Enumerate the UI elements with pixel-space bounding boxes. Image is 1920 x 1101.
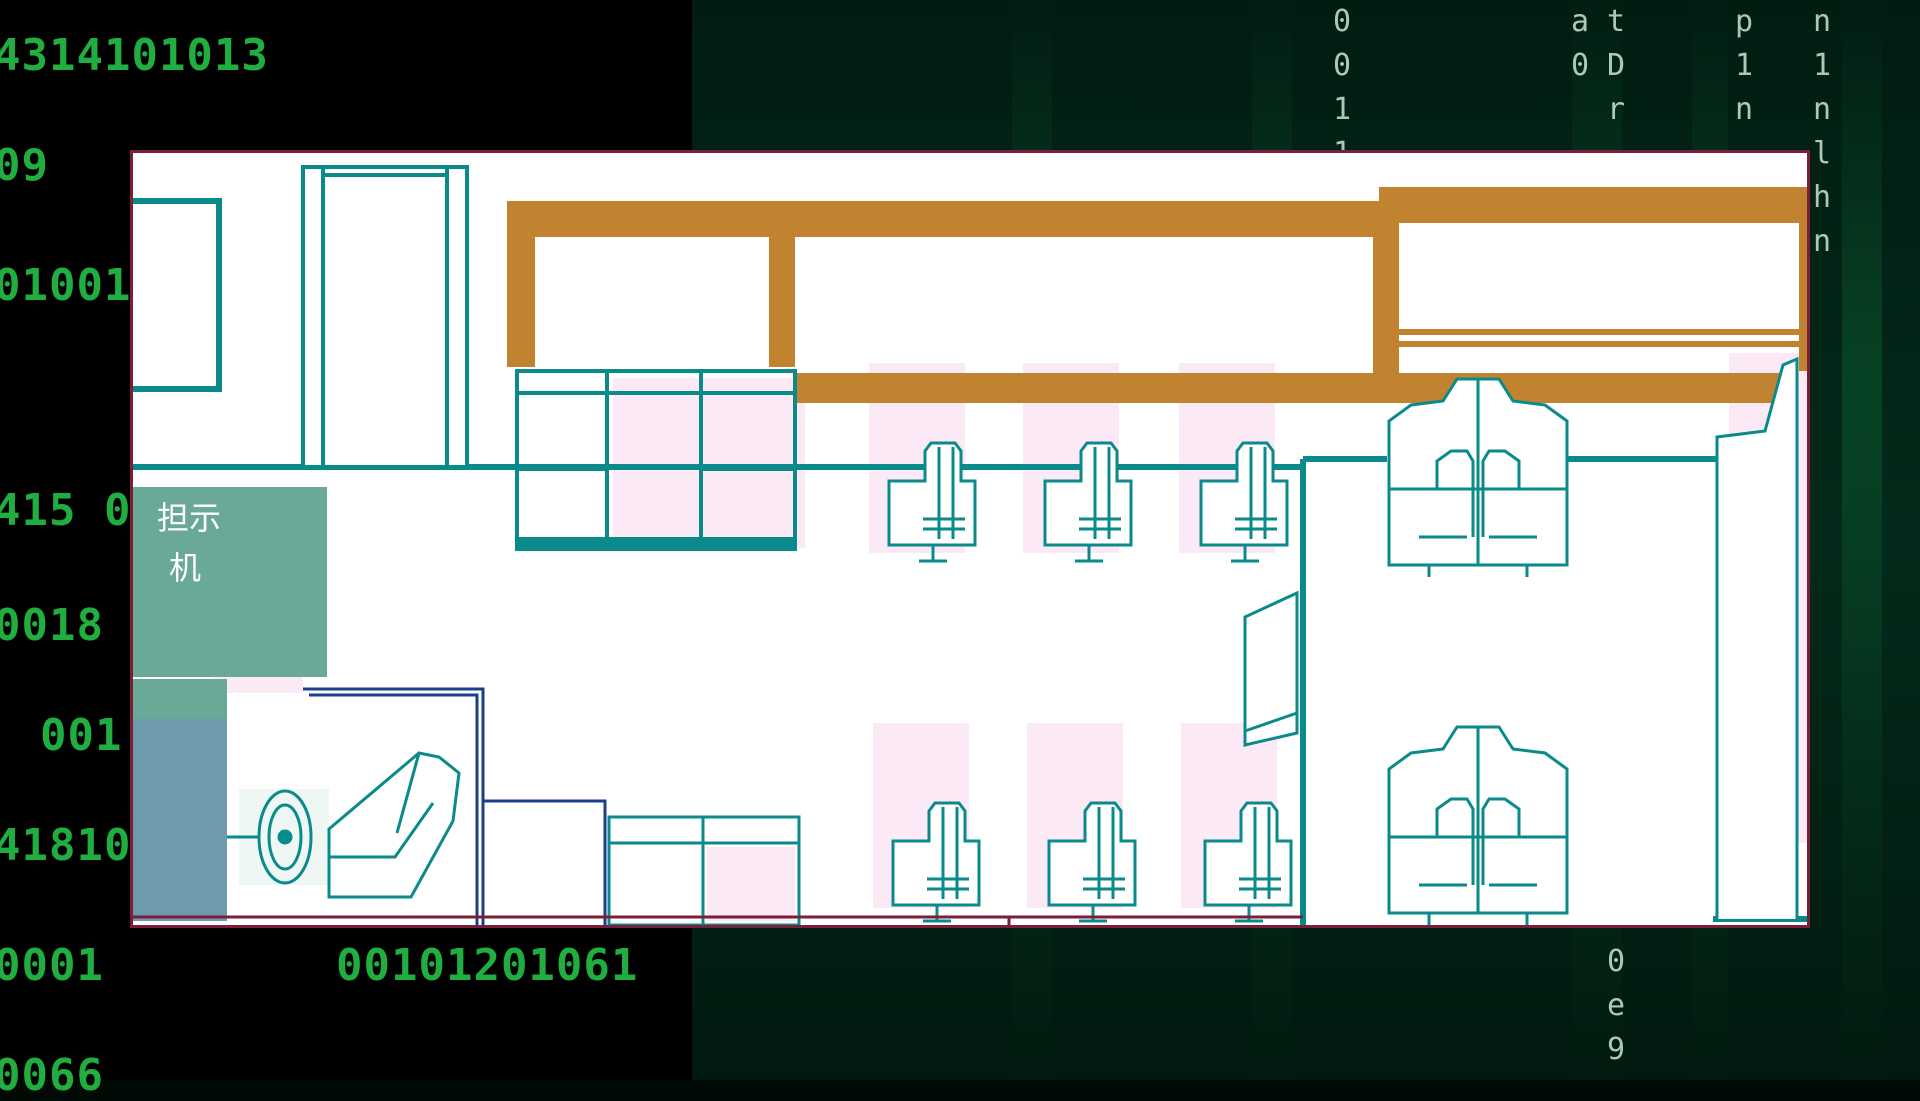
code-text: 00101201061 (336, 940, 639, 991)
sign-text: 担示 (157, 499, 222, 537)
navy-wall (303, 687, 607, 925)
code-text: 0066 (0, 1050, 104, 1101)
booths-group (1387, 377, 1569, 925)
booth-seat-icon[interactable] (1387, 725, 1569, 925)
chair-icon[interactable] (1199, 441, 1289, 563)
counter-icon (507, 187, 1807, 403)
booth-seat-icon[interactable] (1387, 377, 1569, 577)
window-frame (133, 198, 222, 392)
chairs-group (887, 441, 1293, 923)
code-text: 01001 (0, 260, 132, 311)
code-text: 4314101013 (0, 30, 269, 81)
code-streak (1842, 0, 1882, 1080)
code-text: 09 (0, 140, 49, 191)
code-text: 41810 (0, 820, 132, 871)
vending-machine-icon (1243, 590, 1299, 747)
chair-icon[interactable] (887, 441, 977, 563)
chair-icon[interactable] (891, 801, 981, 923)
pillar-icon (1715, 356, 1799, 919)
scene-layout (133, 165, 1807, 925)
cabinet-icon (515, 369, 797, 551)
door-icon (301, 165, 469, 469)
sign-text: 机 (169, 549, 202, 587)
code-text: 0018 (0, 600, 104, 651)
chair-icon[interactable] (1203, 801, 1293, 923)
lower-cabinet-icon (607, 815, 801, 925)
code-text: 001 (40, 710, 123, 761)
chair-icon[interactable] (1043, 441, 1133, 563)
side-panel (133, 679, 227, 921)
sofa-icon (327, 751, 461, 899)
game-sign[interactable]: 担示 机 (133, 487, 327, 677)
chair-icon[interactable] (1047, 801, 1137, 923)
floor-edge (133, 915, 1303, 925)
target-emblem-icon (227, 789, 329, 885)
code-text: 415 0 (0, 485, 132, 536)
game-scene[interactable]: 担示 机 (130, 150, 1810, 928)
code-text: 0001 (0, 940, 104, 991)
